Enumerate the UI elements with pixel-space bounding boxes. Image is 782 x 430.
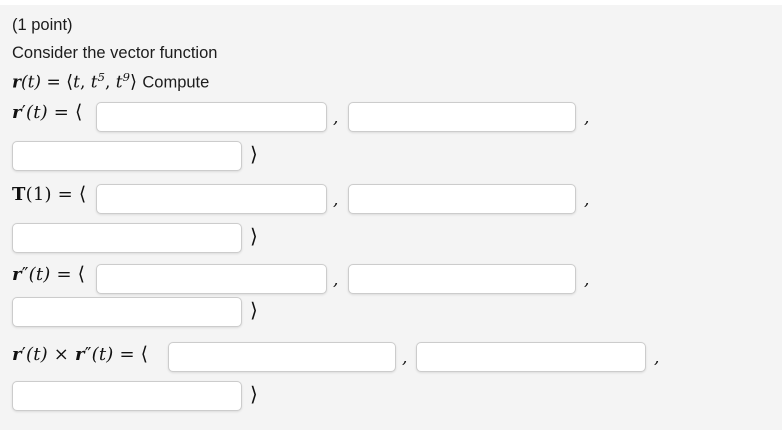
open-angle-bracket-icon: ⟨ bbox=[140, 343, 149, 365]
component-1: t bbox=[73, 72, 80, 93]
separator-comma-1: , bbox=[333, 108, 339, 128]
label-equals: = bbox=[56, 264, 72, 285]
function-argument: (t) bbox=[20, 72, 42, 93]
label-argument: (t) bbox=[28, 264, 51, 285]
input-r-prime-x[interactable] bbox=[96, 102, 327, 132]
input-unit-tangent-x[interactable] bbox=[96, 184, 327, 214]
comma-2: , bbox=[104, 72, 111, 93]
component-2-exponent: 5 bbox=[97, 70, 105, 84]
equals-sign: = bbox=[46, 72, 61, 93]
close-angle-bracket-icon: ⟩ bbox=[250, 142, 258, 166]
vector-function-definition: r(t) = ⟨t, t5, t9⟩ Compute bbox=[12, 70, 209, 93]
open-angle-bracket-icon: ⟨ bbox=[78, 183, 87, 205]
separator-comma-1: , bbox=[402, 348, 408, 368]
open-angle-bracket-icon: ⟨ bbox=[77, 263, 86, 285]
label-prime-mark: ′ bbox=[21, 102, 26, 123]
component-3-exponent: 9 bbox=[122, 70, 130, 84]
row-label-r-double-prime: r″(t) = ⟨ bbox=[12, 263, 85, 285]
separator-comma-1: , bbox=[333, 190, 339, 210]
close-angle-bracket-icon: ⟩ bbox=[250, 382, 258, 406]
input-cross-product-z[interactable] bbox=[12, 381, 242, 411]
label-prime-mark-2: ″ bbox=[84, 344, 92, 365]
label-equals: = bbox=[57, 184, 73, 205]
comma-1: , bbox=[79, 72, 86, 93]
label-vector-symbol: T bbox=[12, 184, 26, 205]
label-argument-2: (t) bbox=[91, 344, 114, 365]
row-label-r-prime: r′(t) = ⟨ bbox=[12, 101, 83, 123]
component-3-base: t bbox=[115, 72, 123, 93]
input-unit-tangent-y[interactable] bbox=[348, 184, 576, 214]
input-r-prime-z[interactable] bbox=[12, 141, 242, 171]
label-prime-mark-1: ′ bbox=[21, 344, 26, 365]
input-unit-tangent-z[interactable] bbox=[12, 223, 242, 253]
label-equals: = bbox=[53, 102, 70, 123]
row-label-unit-tangent: T(1) = ⟨ bbox=[12, 183, 86, 205]
close-angle-bracket-icon: ⟩ bbox=[250, 224, 258, 248]
open-angle-bracket: ⟨ bbox=[66, 71, 74, 93]
label-vector-symbol-1: r bbox=[12, 344, 22, 365]
label-vector-symbol-2: r bbox=[75, 344, 85, 365]
input-r-double-prime-z[interactable] bbox=[12, 297, 242, 327]
cross-product-icon: × bbox=[53, 344, 70, 365]
label-vector-symbol: r bbox=[12, 102, 22, 123]
input-cross-product-y[interactable] bbox=[416, 342, 646, 372]
row-label-cross-product: r′(t) × r″(t) = ⟨ bbox=[12, 343, 148, 365]
input-r-double-prime-x[interactable] bbox=[96, 264, 327, 294]
separator-comma-2: , bbox=[584, 270, 590, 290]
input-cross-product-x[interactable] bbox=[168, 342, 396, 372]
points-label: (1 point) bbox=[12, 16, 73, 34]
label-equals: = bbox=[119, 344, 135, 365]
problem-page: (1 point) Consider the vector function r… bbox=[0, 5, 782, 430]
separator-comma-2: , bbox=[584, 108, 590, 128]
separator-comma-2: , bbox=[584, 190, 590, 210]
label-argument-1: (t) bbox=[25, 344, 48, 365]
separator-comma-2: , bbox=[654, 348, 660, 368]
open-angle-bracket-icon: ⟨ bbox=[75, 101, 83, 123]
component-2-base: t bbox=[90, 72, 98, 93]
input-r-prime-y[interactable] bbox=[348, 102, 576, 132]
label-argument: (t) bbox=[25, 102, 48, 123]
problem-statement: Consider the vector function bbox=[12, 44, 218, 62]
label-prime-mark: ″ bbox=[21, 264, 29, 285]
close-angle-bracket-icon: ⟩ bbox=[250, 298, 258, 322]
separator-comma-1: , bbox=[333, 270, 339, 290]
label-vector-symbol: r bbox=[12, 264, 22, 285]
input-r-double-prime-y[interactable] bbox=[348, 264, 576, 294]
function-name: r bbox=[12, 72, 21, 93]
label-argument: (1) bbox=[25, 184, 52, 205]
close-angle-bracket: ⟩ bbox=[129, 71, 137, 93]
compute-instruction: Compute bbox=[142, 73, 210, 92]
